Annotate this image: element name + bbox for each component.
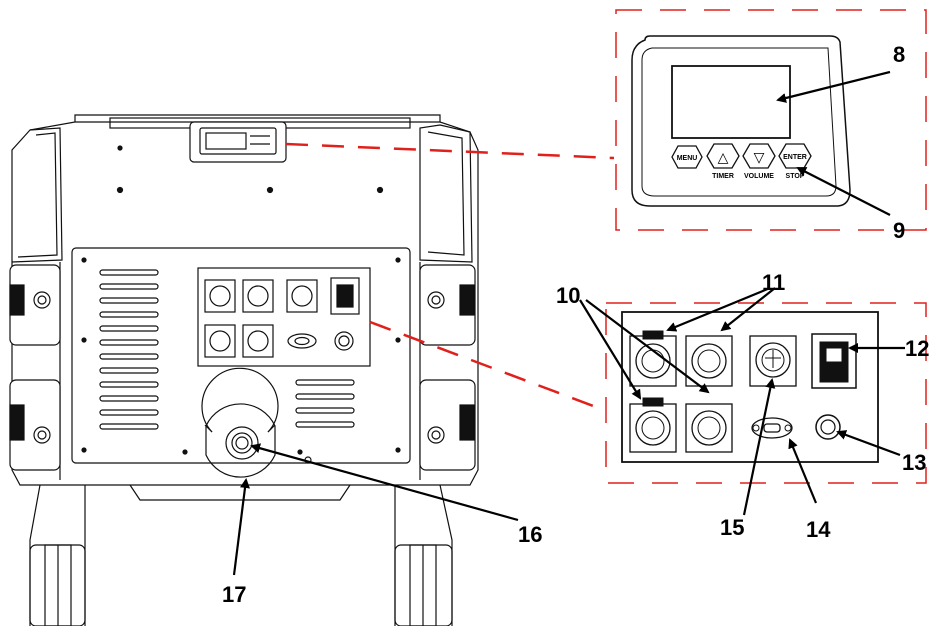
callout-16: 16 [518,522,542,547]
connector-panel-detail [605,302,927,484]
callout-8: 8 [893,42,905,67]
display-link-line [285,142,615,160]
display-screen [671,65,791,139]
callout-11: 11 [762,270,785,295]
callout-17: 17 [222,582,246,607]
callout-10: 10 [556,283,580,308]
volume-label: VOLUME [744,173,774,180]
vent-slots-left [99,269,159,430]
enter-label: ENTER [783,154,807,161]
right-handle-lower [419,379,476,471]
power-in-connector [749,335,797,387]
callout-arrows [232,70,905,576]
power-switch [811,333,857,389]
left-handle-lower [9,379,61,471]
timer-label: TIMER [712,173,734,180]
timer-up-button: △ TIMER [706,143,740,180]
volume-down-button: ▽ VOLUME [742,143,776,180]
wheel-right [394,484,453,626]
down-arrow-icon: ▽ [754,150,765,166]
right-handle-upper [419,264,476,346]
fuse-holder [815,414,841,440]
up-arrow-icon: △ [718,150,729,166]
left-handle-upper [9,264,61,346]
callout-13: 13 [902,450,926,475]
dmx-out-connector [685,335,733,387]
main-unit [9,114,479,626]
wheel-left [29,484,86,626]
dmx-out-5pin-connector [685,403,733,453]
vent-slots-right [295,379,355,428]
usb-port [751,417,793,439]
callout-14: 14 [806,517,831,542]
menu-button: MENU [671,145,703,169]
dmx-in-5pin-connector [629,397,677,453]
panel-link-line [369,320,605,412]
control-panel-detail: MENU △ TIMER ▽ VOLUME ENTER STOP [615,9,927,231]
callout-15: 15 [720,515,744,540]
stop-label: STOP [786,173,805,180]
main-connector-panel [197,267,371,367]
callout-9: 9 [893,218,905,243]
callout-12: 12 [905,336,929,361]
menu-label: MENU [677,155,698,162]
